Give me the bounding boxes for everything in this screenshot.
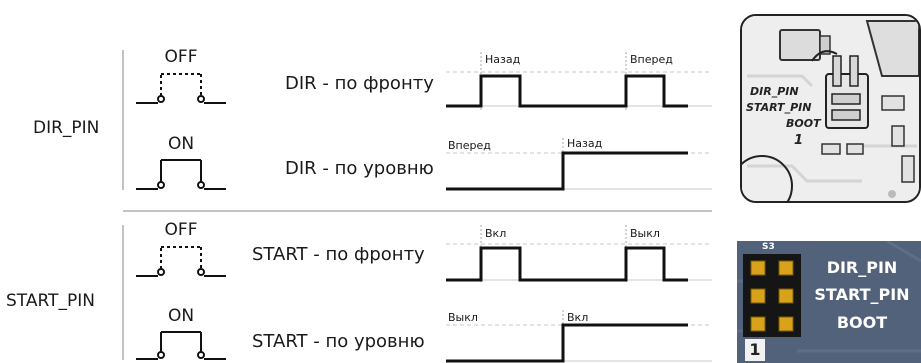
start-on-switch-symbol xyxy=(136,331,226,360)
start-pin-label: START_PIN xyxy=(6,291,95,311)
silk-one: 1 xyxy=(794,133,804,148)
dir-off-label: OFF xyxy=(164,47,198,67)
start-edge-label-1: Вкл xyxy=(485,227,507,240)
start-level-label-2: Вкл xyxy=(567,311,589,324)
board-photo: DIR_PIN START_PIN BOOT 1 xyxy=(740,14,921,203)
dir-on-label: ON xyxy=(167,134,195,154)
dir-edge-label-1: Назад xyxy=(485,53,521,66)
start-off-switch-symbol xyxy=(136,246,226,277)
header-closeup: S3 DIR_PIN START_PIN BOOT 1 xyxy=(737,241,921,363)
header-start-pin: START_PIN xyxy=(814,285,910,304)
silk-start-pin: START_PIN xyxy=(746,101,812,114)
dir-level-label-1: Вперед xyxy=(448,139,491,152)
header-dir-pin: DIR_PIN xyxy=(826,258,898,277)
dir-on-switch-symbol xyxy=(136,159,226,190)
board-photo-illustration xyxy=(742,16,919,201)
start-edge-mode-label: START - по фронту xyxy=(252,244,425,265)
dir-level-mode-label: DIR - по уровню xyxy=(285,158,434,179)
header-pins-illustration xyxy=(737,241,921,363)
dir-pin-label: DIR_PIN xyxy=(33,118,100,138)
header-one-marker: 1 xyxy=(745,339,765,361)
start-off-label: OFF xyxy=(164,220,198,240)
dir-edge-label-2: Вперед xyxy=(630,53,673,66)
start-on-label: ON xyxy=(167,306,195,326)
start-edge-label-2: Выкл xyxy=(630,227,660,240)
start-level-label-1: Выкл xyxy=(448,311,478,324)
header-boot: BOOT xyxy=(836,313,888,332)
start-edge-waveform xyxy=(446,225,712,282)
dir-level-waveform xyxy=(446,138,712,191)
dir-edge-waveform xyxy=(446,52,712,110)
start-level-waveform xyxy=(446,310,712,363)
silk-boot: BOOT xyxy=(786,117,821,130)
dir-edge-mode-label: DIR - по фронту xyxy=(285,73,434,94)
header-ref-label: S3 xyxy=(762,242,775,252)
dir-off-switch-symbol xyxy=(136,73,226,104)
silk-dir-pin: DIR_PIN xyxy=(750,85,799,98)
dir-level-label-2: Назад xyxy=(567,137,603,150)
start-level-mode-label: START - по уровню xyxy=(252,331,425,352)
